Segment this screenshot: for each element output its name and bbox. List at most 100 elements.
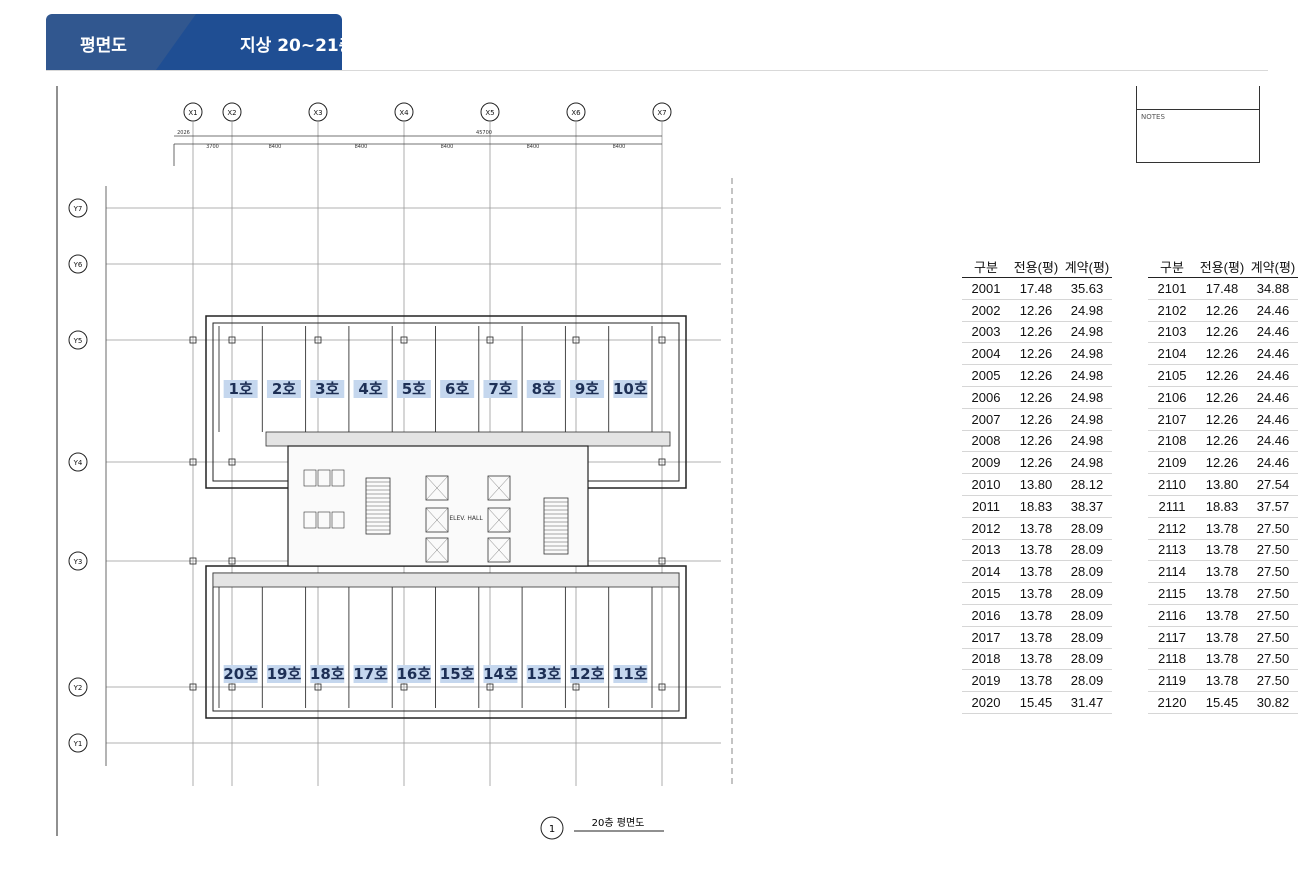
lower-wing-outline — [205, 565, 687, 719]
exclusive-area-cell: 12.26 — [1010, 299, 1062, 322]
column-bubble-label: X2 — [227, 109, 236, 117]
unit-number-cell: 2103 — [1148, 321, 1196, 344]
exclusive-area-cell: 12.26 — [1196, 299, 1248, 322]
room-label-highlight — [223, 665, 258, 683]
exclusive-area-cell: 13.80 — [1010, 473, 1062, 496]
unit-number-cell: 2016 — [962, 604, 1010, 627]
unit-number-cell: 2002 — [962, 299, 1010, 322]
unit-number-cell: 2108 — [1148, 430, 1196, 453]
elevator-shaft — [487, 475, 511, 501]
exclusive-area-cell: 12.26 — [1010, 321, 1062, 344]
exclusive-area-cell: 15.45 — [1010, 691, 1062, 714]
unit-number-cell: 2107 — [1148, 408, 1196, 431]
room-label: 16호 — [397, 665, 432, 683]
room-label: 19호 — [267, 665, 302, 683]
contract-area-cell: 24.98 — [1062, 364, 1112, 387]
span-dimension: 8400 — [613, 144, 626, 150]
exclusive-area-cell: 12.26 — [1196, 430, 1248, 453]
notes-heading: NOTES — [1137, 109, 1259, 122]
column-bubble — [222, 102, 242, 122]
structural-column — [228, 683, 236, 691]
column-bubble-label: X5 — [485, 109, 494, 117]
contract-area-cell: 24.98 — [1062, 299, 1112, 322]
room-label: 5호 — [402, 380, 426, 398]
unit-number-cell: 2017 — [962, 626, 1010, 649]
structural-column — [228, 458, 236, 466]
title-number: 1 — [549, 824, 555, 835]
row-bubble-label: Y6 — [73, 261, 83, 269]
unit-number-cell: 2102 — [1148, 299, 1196, 322]
span-dimension: 8400 — [441, 144, 454, 150]
row-bubble — [68, 254, 88, 274]
elevator-cross — [487, 507, 511, 533]
exclusive-area-cell: 13.78 — [1196, 648, 1248, 671]
exclusive-area-cell: 12.26 — [1196, 408, 1248, 431]
tab-bar: 평면도 지상 20~21층 — [46, 14, 342, 70]
restroom-stall — [303, 511, 317, 529]
lower-corridor — [212, 572, 680, 588]
room-label-highlight — [266, 665, 301, 683]
exclusive-area-cell: 12.26 — [1196, 451, 1248, 475]
contract-area-cell: 30.82 — [1248, 691, 1298, 714]
elevator-cross — [487, 475, 511, 501]
contract-area-cell: 28.09 — [1062, 539, 1112, 562]
structural-column — [400, 336, 408, 344]
contract-area-cell: 28.09 — [1062, 648, 1112, 671]
span-dimension: 3700 — [206, 144, 219, 150]
structural-column — [189, 683, 197, 691]
unit-number-cell: 2018 — [962, 648, 1010, 671]
contract-area-cell: 24.98 — [1062, 386, 1112, 409]
structural-column — [658, 336, 666, 344]
exclusive-area-cell: 12.26 — [1010, 364, 1062, 387]
unit-number-cell: 2114 — [1148, 560, 1196, 584]
column-bubble — [183, 102, 203, 122]
row-bubble — [68, 198, 88, 218]
row-bubble-label: Y4 — [73, 459, 83, 467]
unit-number-cell: 2013 — [962, 539, 1010, 562]
contract-area-cell: 24.46 — [1248, 451, 1298, 475]
core-outline — [287, 445, 589, 567]
row-bubble-label: Y2 — [73, 684, 83, 692]
exclusive-area-cell: 13.78 — [1196, 604, 1248, 627]
structural-column — [486, 683, 494, 691]
elevator-shaft — [487, 537, 511, 563]
table-header: 계약(평) — [1062, 255, 1112, 278]
contract-area-cell: 27.50 — [1248, 539, 1298, 562]
room-label: 11호 — [613, 665, 648, 683]
span-dimension: 8400 — [269, 144, 282, 150]
room-label-highlight — [310, 665, 345, 683]
room-label-highlight — [483, 380, 518, 398]
column-bubble-label: X4 — [399, 109, 409, 117]
unit-number-cell: 2006 — [962, 386, 1010, 409]
unit-number-cell: 2105 — [1148, 364, 1196, 387]
room-label: 18호 — [310, 665, 345, 683]
structural-column — [658, 557, 666, 565]
room-label: 13호 — [526, 665, 561, 683]
upper-corridor — [265, 431, 671, 447]
contract-area-cell: 24.46 — [1248, 408, 1298, 431]
structural-column — [228, 557, 236, 565]
unit-number-cell: 2111 — [1148, 495, 1196, 518]
unit-number-cell: 2019 — [962, 669, 1010, 693]
row-bubble-label: Y5 — [73, 337, 83, 345]
contract-area-cell: 31.47 — [1062, 691, 1112, 714]
